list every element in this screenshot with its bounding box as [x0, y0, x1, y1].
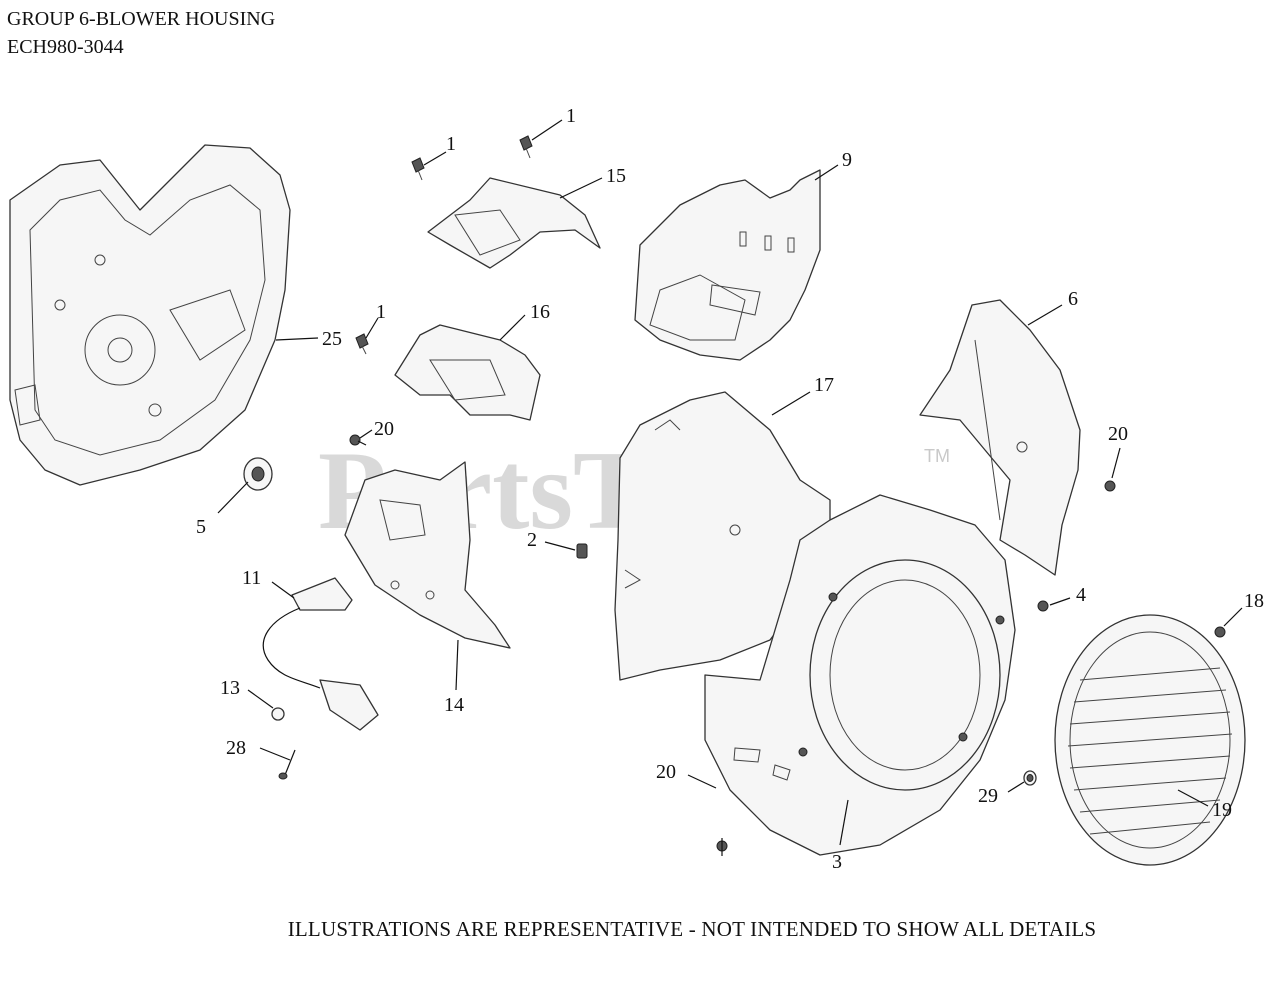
callout-labels: 25 5 1 15 1 16 1 20 11 14 13 28 2 9 17 6…: [196, 105, 1264, 873]
callout-1-c: 1: [376, 301, 386, 323]
part-28-bolt: [278, 749, 296, 780]
callout-29: 29: [978, 785, 998, 807]
part-14-lower-shield: [344, 461, 511, 649]
leader-lines: [217, 119, 1243, 846]
callout-3: 3: [832, 851, 842, 873]
part-20-screw-c: [716, 838, 728, 856]
callout-15: 15: [606, 165, 626, 187]
part-1-screw-c: [355, 333, 369, 355]
model-number: ECH980-3044: [7, 36, 124, 58]
part-15-upper-cover: [427, 177, 601, 269]
diagram-title: GROUP 6-BLOWER HOUSING: [7, 8, 276, 30]
callout-17: 17: [814, 374, 834, 396]
callout-1-a: 1: [446, 133, 456, 155]
callout-13: 13: [220, 677, 240, 699]
callout-16: 16: [530, 301, 550, 323]
callout-11: 11: [242, 567, 261, 589]
part-20-screw-a: [349, 434, 367, 446]
callout-20-a: 20: [374, 418, 394, 440]
part-6-duct-panel: [919, 299, 1081, 576]
part-1-screw-a: [411, 157, 425, 181]
callout-4: 4: [1076, 584, 1086, 606]
callout-9: 9: [842, 149, 852, 171]
callout-5: 5: [196, 516, 206, 538]
part-16-bracket: [394, 324, 541, 421]
callout-20-b: 20: [1108, 423, 1128, 445]
part-4-screw: [1037, 600, 1049, 612]
part-25-rear-housing: [9, 144, 291, 486]
callout-25: 25: [322, 328, 342, 350]
watermark-tm: TM: [924, 446, 950, 466]
part-3-fan-housing: [704, 494, 1016, 856]
callout-1-b: 1: [566, 105, 576, 127]
callout-18: 18: [1244, 590, 1264, 612]
part-18-screw: [1214, 626, 1226, 638]
part-11-ignition-cable: [262, 577, 379, 731]
part-9-top-cover: [634, 169, 821, 361]
part-2-nut: [576, 543, 588, 559]
part-13-clip: [271, 707, 285, 721]
part-29-washer: [1023, 770, 1037, 786]
callout-14: 14: [444, 694, 464, 716]
part-20-screw-b: [1104, 480, 1116, 492]
part-1-screw-b: [519, 135, 533, 159]
part-19-grille: [1054, 614, 1246, 866]
callout-20-c: 20: [656, 761, 676, 783]
callout-6: 6: [1068, 288, 1078, 310]
callout-19: 19: [1212, 799, 1232, 821]
part-5-grommet: [243, 457, 273, 491]
callout-2: 2: [527, 529, 537, 551]
callout-28: 28: [226, 737, 246, 759]
disclaimer-note: ILLUSTRATIONS ARE REPRESENTATIVE - NOT I…: [287, 917, 1097, 941]
